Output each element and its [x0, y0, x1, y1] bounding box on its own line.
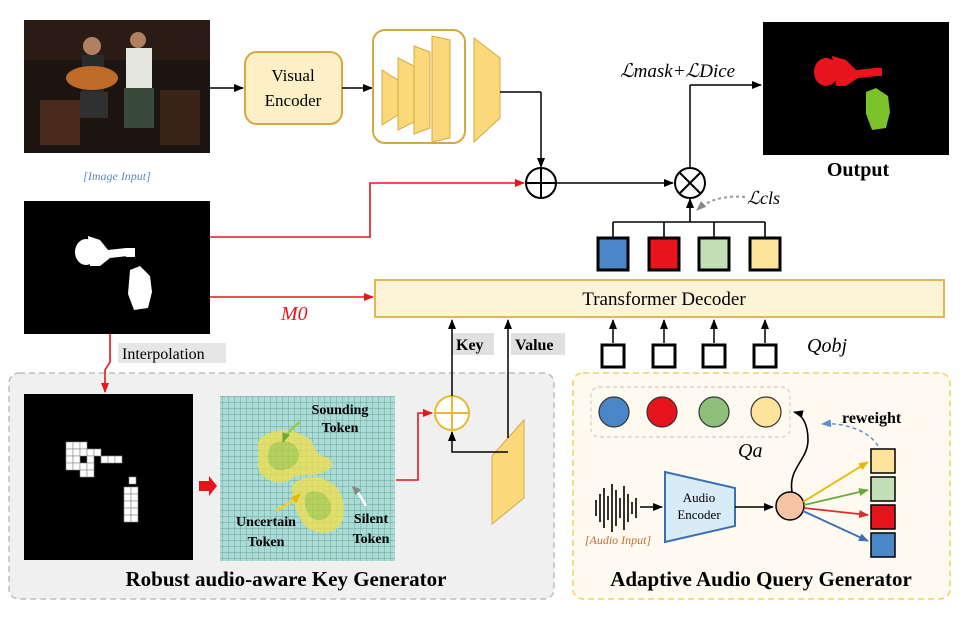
image-input-photo [24, 20, 210, 153]
m0-label-text: M0 [280, 303, 308, 325]
fanout-arrow-yellow [802, 461, 869, 503]
robust-key-generator-title: Robust audio-aware Key Generator [126, 567, 447, 591]
silent-token-label-line2: Token [353, 532, 390, 547]
reweight-arrow [821, 419, 879, 447]
feature-map-1 [381, 69, 399, 126]
value-label-bg [511, 333, 565, 355]
mask-to-token-grid-arrow [199, 476, 217, 496]
interpolated-mask-image [24, 394, 193, 560]
class-token-bracket [612, 198, 766, 238]
feature-map-3 [413, 45, 431, 135]
token-grid [220, 396, 395, 561]
uncertain-token-label-line2: Token [248, 535, 285, 550]
loss-cls-label: ℒcls [747, 188, 780, 208]
feature-map-4 [431, 35, 451, 143]
value-label: Value [515, 337, 554, 354]
weight-box-green [870, 476, 896, 502]
audio-query-red [646, 396, 678, 428]
output-mask-image [763, 22, 949, 155]
key-label-bg [452, 333, 494, 355]
audio-query-green [698, 396, 730, 428]
audio-encoder-label-line2: Encoder [677, 507, 721, 522]
audio-query-blue [598, 396, 630, 428]
audio-encoder-label-line1: Audio [683, 490, 716, 505]
projection-to-key-sum-arrow [448, 431, 508, 453]
transformer-decoder-box [374, 279, 945, 318]
sounding-token-label-line2: Token [322, 421, 359, 436]
qobj-label: Qobj [807, 335, 847, 357]
class-token-red [647, 236, 681, 272]
audio-waveform-icon [595, 484, 637, 532]
mask-to-sum-arrow [210, 179, 525, 238]
class-token-yellow [748, 236, 782, 272]
uncertain-token-label-line1: Uncertain [236, 515, 296, 530]
pixel-decoder-trapezoid [473, 36, 501, 144]
audio-query-set-box [590, 386, 791, 438]
product-operator-icon [674, 167, 706, 199]
reweight-label: reweight [842, 410, 902, 427]
fanout-arrow-red [803, 507, 869, 518]
feature-map-2 [397, 57, 415, 131]
audio-encoder-box [664, 470, 736, 544]
initial-mask-image [24, 201, 210, 334]
sounding-token-pointer [281, 421, 301, 443]
qobj-label-text: Qobj [807, 335, 847, 357]
m0-label: M0 [280, 303, 308, 325]
loss-cls-arrow [696, 195, 746, 211]
sum-operator-icon [525, 167, 557, 199]
interpolation-label-bg [118, 343, 226, 363]
fanout-arrow-green [803, 488, 869, 506]
interpolation-arrow [101, 334, 111, 393]
object-query-tokens [600, 319, 778, 369]
image-input-caption: [Image Input] [83, 169, 151, 183]
qa-label-text: Qa [738, 440, 762, 462]
visual-encoder-box [244, 51, 343, 125]
silent-token-pointer [351, 485, 368, 507]
weight-box-red [870, 504, 896, 530]
visual-encoder-label-line1: Visual [271, 66, 315, 85]
sounding-token-label-line1: Sounding [312, 403, 369, 418]
output-title: Output [827, 159, 890, 181]
feature-to-queries-arrow [790, 410, 809, 493]
silent-token-label-line1: Silent [354, 512, 389, 527]
audio-projection-trapezoid [491, 418, 525, 526]
visual-encoder-label-line2: Encoder [265, 91, 322, 110]
interpolation-label: Interpolation [122, 346, 205, 363]
grid-to-key-sum-arrow [396, 409, 433, 481]
audio-query-yellow [750, 396, 782, 428]
adaptive-query-generator-title: Adaptive Audio Query Generator [610, 567, 912, 591]
weight-box-blue [870, 532, 896, 558]
fanout-arrow-blue [802, 510, 869, 542]
qa-label: Qa [738, 440, 762, 462]
loss-mask-dice-label: ℒmask+ℒDice [620, 61, 735, 82]
audio-input-caption: [Audio Input] [585, 533, 652, 547]
class-token-blue [596, 236, 630, 272]
class-token-green [697, 236, 731, 272]
key-label: Key [456, 337, 484, 354]
audio-feature-node [775, 491, 805, 521]
transformer-decoder-label: Transformer Decoder [582, 289, 746, 310]
uncertain-token-pointer [275, 493, 301, 512]
key-sum-operator-icon [434, 395, 470, 431]
weight-box-yellow [870, 448, 896, 474]
